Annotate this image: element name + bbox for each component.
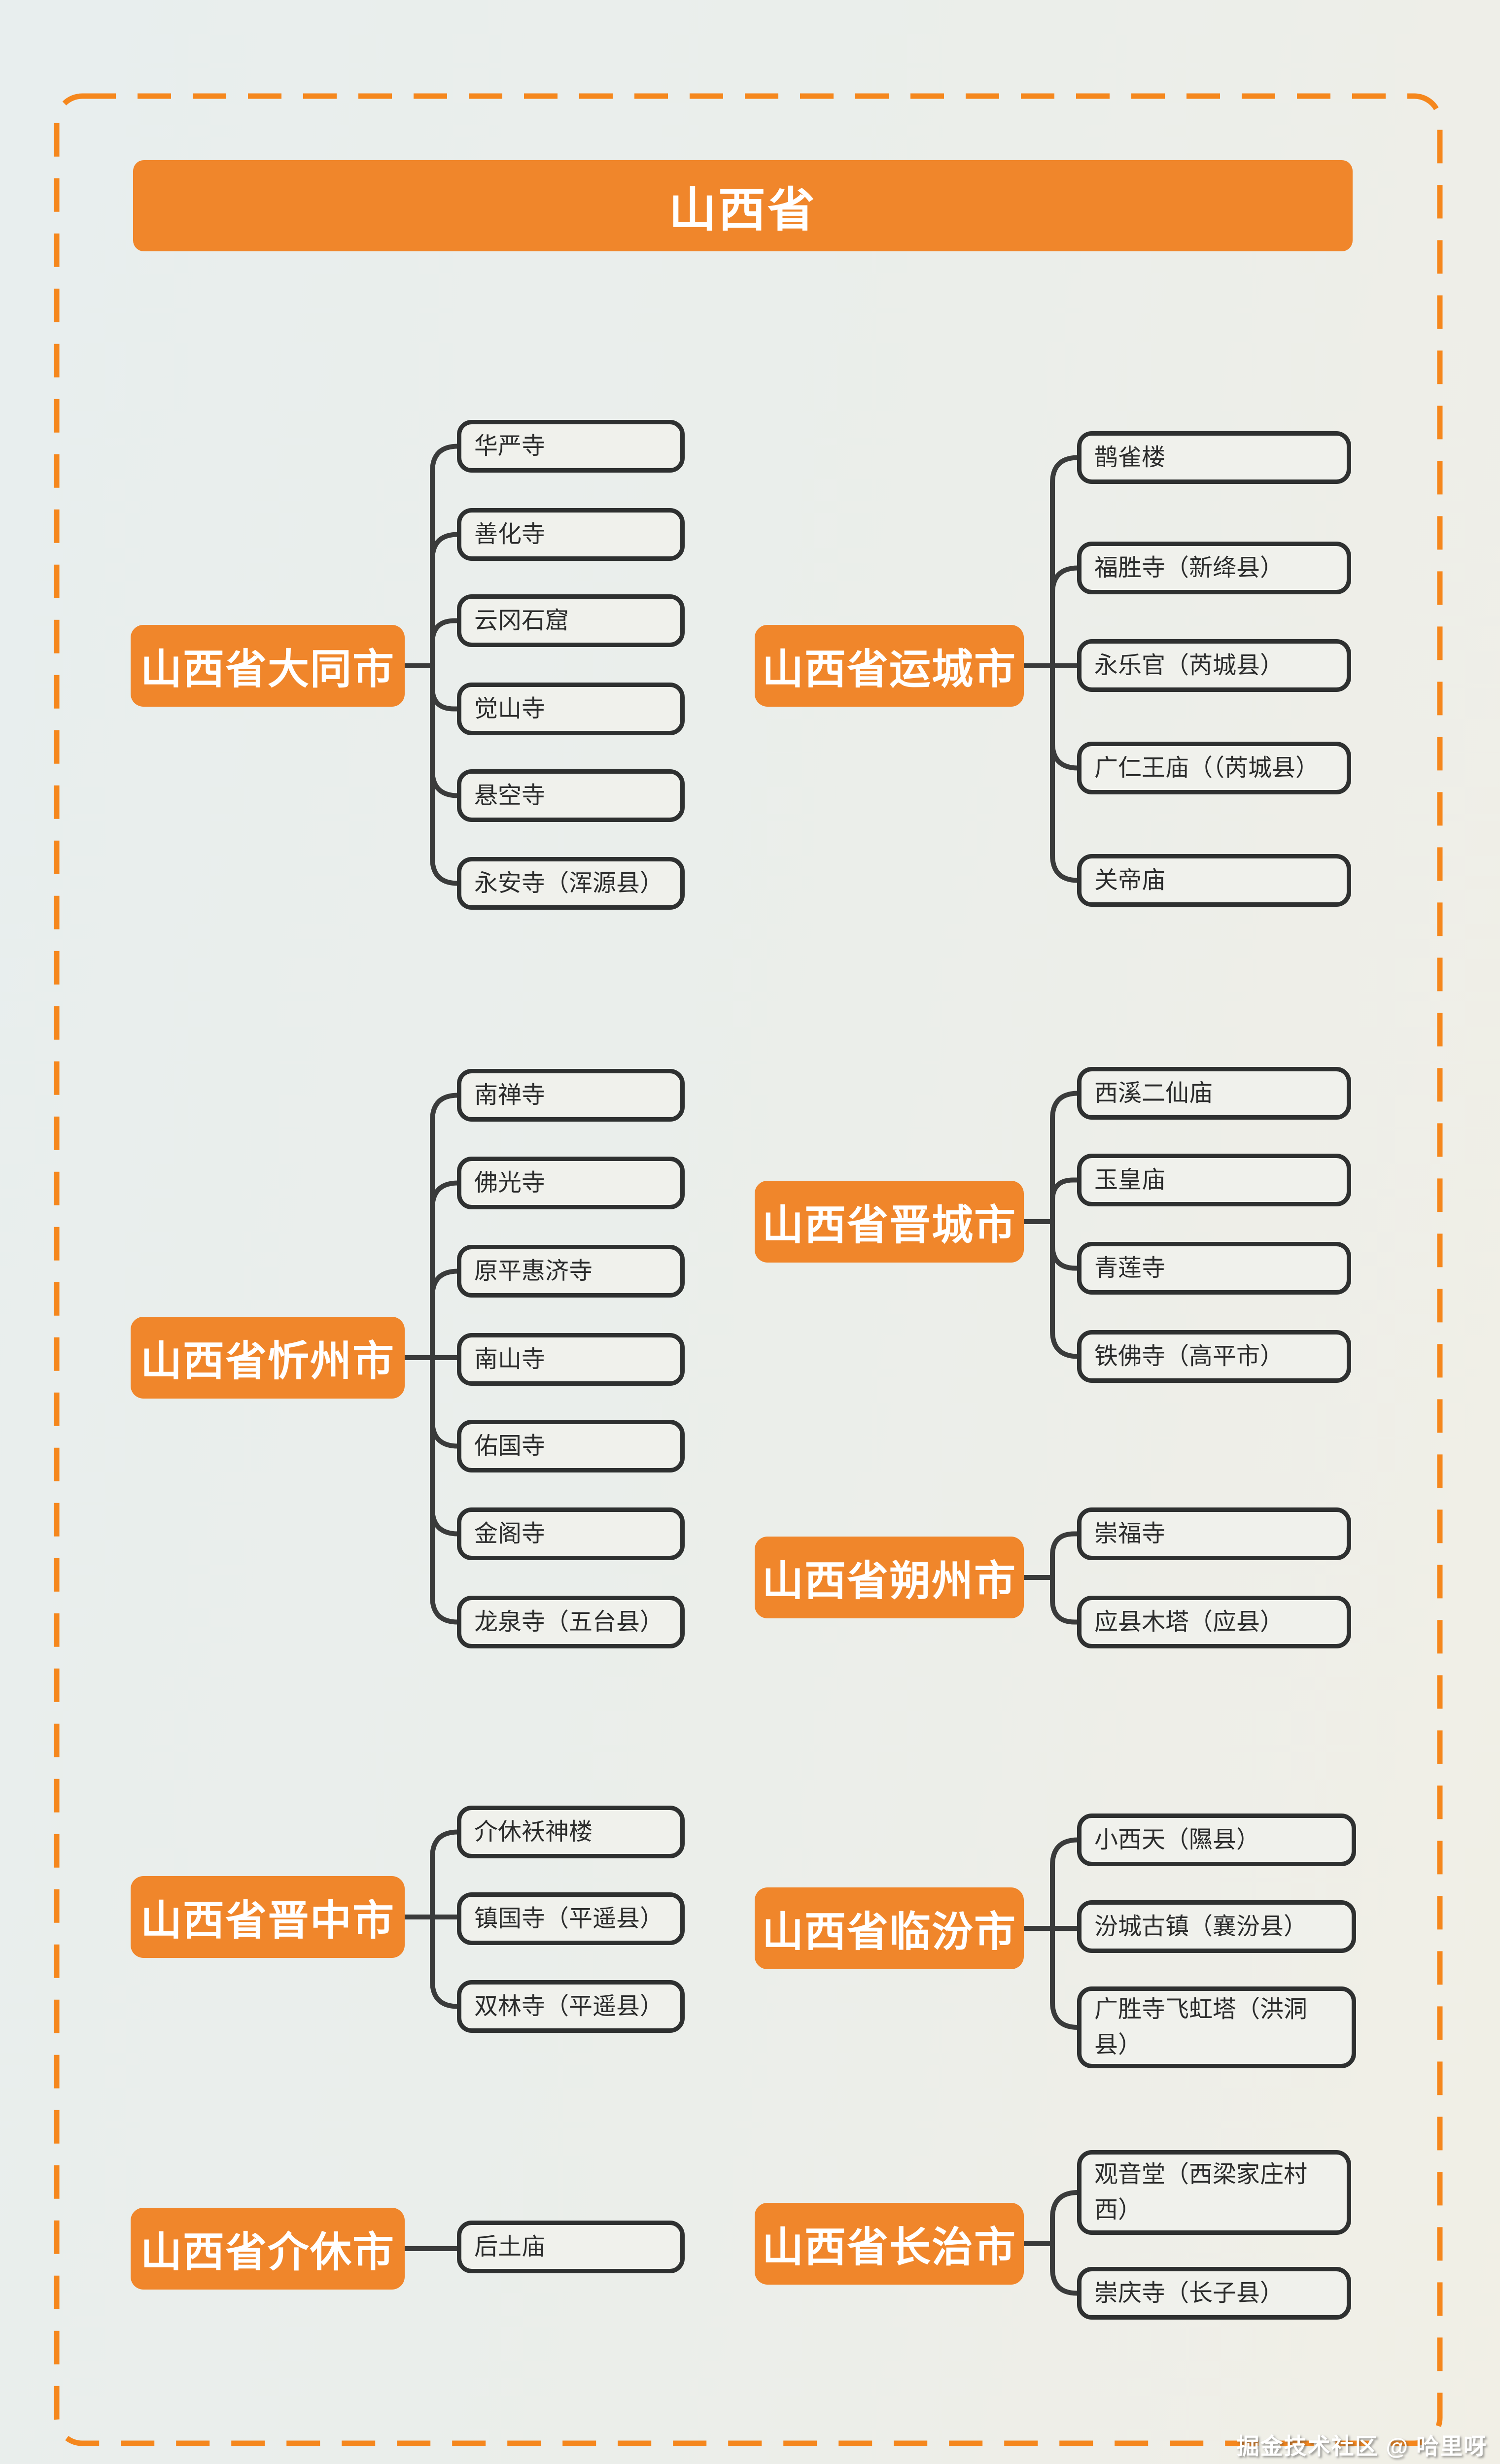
city-node[interactable]: 山西省忻州市 (131, 1317, 405, 1399)
site-node[interactable]: 双林寺（平遥县） (457, 1980, 685, 2033)
site-node[interactable]: 华严寺 (457, 420, 685, 473)
site-node[interactable]: 应县木塔（应县） (1077, 1596, 1351, 1648)
site-node[interactable]: 广仁王庙（（芮城县） (1077, 742, 1351, 794)
site-node[interactable]: 鹊雀楼 (1077, 431, 1351, 484)
site-node[interactable]: 觉山寺 (457, 683, 685, 735)
site-node[interactable]: 南山寺 (457, 1333, 685, 1386)
city-node[interactable]: 山西省临汾市 (755, 1887, 1024, 1969)
root-node-label: 山西省 (669, 184, 817, 237)
site-node[interactable]: 后土庙 (457, 2221, 685, 2273)
site-node[interactable]: 悬空寺 (457, 769, 685, 822)
site-node[interactable]: 原平惠济寺 (457, 1245, 685, 1298)
site-node[interactable]: 青莲寺 (1077, 1242, 1351, 1295)
site-node[interactable]: 汾城古镇（襄汾县） (1077, 1900, 1356, 1953)
site-node[interactable]: 介休袄神楼 (457, 1806, 685, 1858)
city-node[interactable]: 山西省晋中市 (131, 1876, 405, 1958)
site-node[interactable]: 镇国寺（平遥县） (457, 1892, 685, 1945)
site-node[interactable]: 佑国寺 (457, 1420, 685, 1472)
site-node[interactable]: 善化寺 (457, 508, 685, 561)
site-node[interactable]: 崇福寺 (1077, 1507, 1351, 1560)
site-node[interactable]: 云冈石窟 (457, 594, 685, 647)
root-node[interactable]: 山西省 (133, 160, 1353, 251)
site-node[interactable]: 南禅寺 (457, 1069, 685, 1122)
site-node[interactable]: 永安寺（浑源县） (457, 857, 685, 910)
site-node[interactable]: 金阁寺 (457, 1507, 685, 1560)
site-node[interactable]: 西溪二仙庙 (1077, 1067, 1351, 1120)
site-node[interactable]: 崇庆寺（长子县） (1077, 2267, 1351, 2320)
city-node[interactable]: 山西省朔州市 (755, 1537, 1024, 1618)
city-node[interactable]: 山西省长治市 (755, 2203, 1024, 2285)
city-node[interactable]: 山西省介休市 (131, 2208, 405, 2290)
site-node[interactable]: 龙泉寺（五台县） (457, 1596, 685, 1648)
site-node[interactable]: 佛光寺 (457, 1157, 685, 1209)
site-node[interactable]: 玉皇庙 (1077, 1154, 1351, 1206)
city-node[interactable]: 山西省大同市 (131, 625, 405, 707)
site-node[interactable]: 小西天（隰县） (1077, 1814, 1356, 1866)
site-node[interactable]: 福胜寺（新绛县） (1077, 542, 1351, 594)
watermark: 掘金技术社区 @ 哈里呀 (1236, 2433, 1487, 2459)
city-node[interactable]: 山西省晋城市 (755, 1181, 1024, 1263)
site-node[interactable]: 铁佛寺（高平市） (1077, 1330, 1351, 1383)
site-node[interactable]: 广胜寺飞虹塔（洪洞县） (1077, 1986, 1356, 2068)
site-node[interactable]: 观音堂（西梁家庄村西） (1077, 2150, 1351, 2235)
dashed-frame (54, 93, 1443, 2446)
site-node[interactable]: 永乐官（芮城县） (1077, 639, 1351, 692)
site-node[interactable]: 关帝庙 (1077, 854, 1351, 907)
city-node[interactable]: 山西省运城市 (755, 625, 1024, 707)
